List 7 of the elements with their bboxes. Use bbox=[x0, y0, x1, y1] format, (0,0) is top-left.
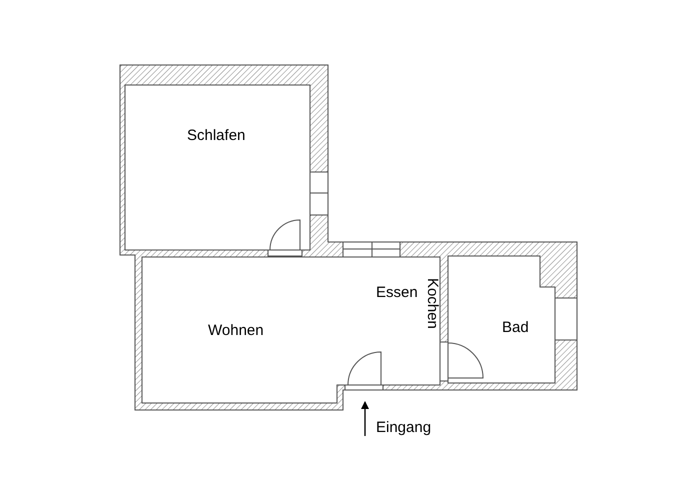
entrance-label: Eingang bbox=[376, 420, 432, 435]
room-label: Kochen bbox=[425, 278, 440, 329]
room-label: Bad bbox=[502, 320, 529, 335]
entrance-arrow bbox=[361, 401, 369, 436]
room-label: Essen bbox=[376, 285, 418, 300]
room-label: Schlafen bbox=[187, 128, 246, 143]
room-label: Wohnen bbox=[208, 323, 264, 338]
